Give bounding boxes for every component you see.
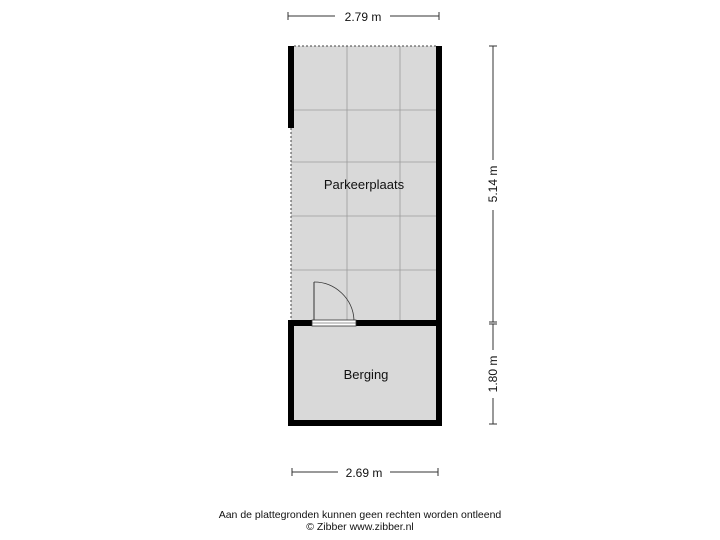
footer-copyright: © Zibber www.zibber.nl — [306, 521, 414, 533]
door-swing-arc — [313, 281, 355, 321]
tile-grid — [291, 46, 439, 323]
wall-partition-left — [288, 320, 312, 326]
dimension-bottom — [291, 468, 439, 476]
walls — [288, 46, 442, 426]
footer-disclaimer: Aan de plattegronden kunnen geen rechten… — [218, 509, 502, 521]
dimension-top-label: 2.79 m — [345, 10, 382, 24]
wall-left-lower — [288, 320, 294, 426]
room-label-storage: Berging — [344, 367, 389, 382]
room-label-parking: Parkeerplaats — [324, 177, 405, 192]
wall-left-upper — [288, 46, 294, 128]
wall-right — [436, 46, 442, 426]
wall-bottom — [288, 420, 442, 426]
dimension-right-lower-label: 1.80 m — [486, 356, 500, 393]
dimension-right-lower — [489, 323, 497, 425]
storage-floor — [292, 326, 438, 420]
door — [311, 281, 357, 327]
dimension-top — [287, 12, 440, 20]
dimension-right-upper-label: 5.14 m — [486, 166, 500, 203]
dimension-right-upper — [489, 45, 497, 323]
parking-floor — [291, 46, 439, 323]
dimension-bottom-label: 2.69 m — [346, 466, 383, 480]
wall-partition-right — [356, 320, 442, 326]
